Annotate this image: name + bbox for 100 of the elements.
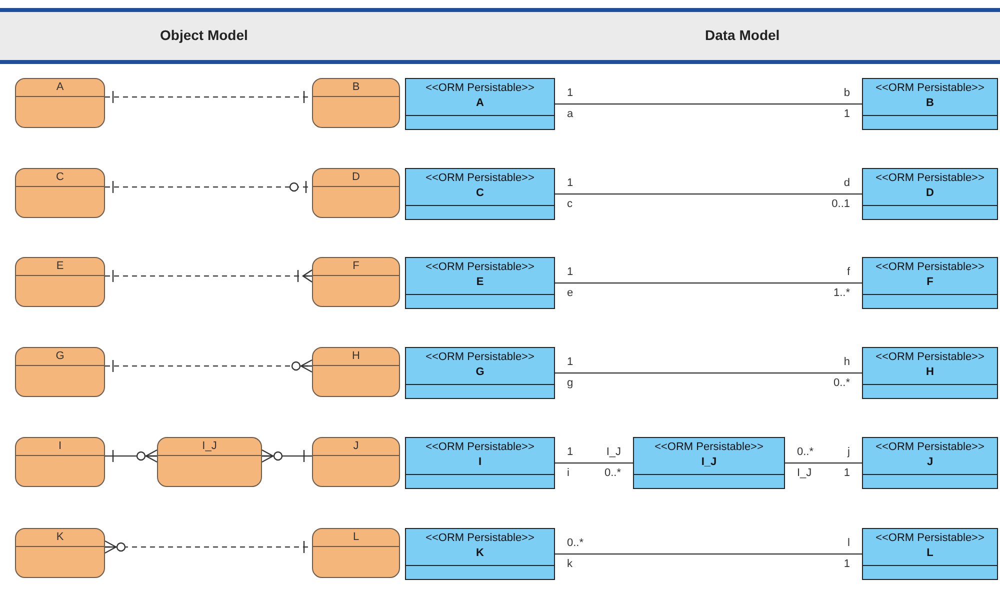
column-heading: Data Model — [705, 27, 780, 43]
stereotype-label: <<ORM Persistable>> — [654, 440, 764, 455]
entity-name: E — [16, 258, 104, 276]
stereotype-label: <<ORM Persistable>> — [424, 260, 536, 275]
multiplicity-label: 1 — [567, 177, 574, 189]
multiplicity-label: l — [848, 537, 850, 549]
class-name: L — [926, 546, 934, 561]
column-heading: Object Model — [160, 27, 248, 43]
multiplicity-label: 1 — [567, 446, 574, 458]
class-box — [405, 78, 555, 130]
entity-box — [15, 168, 105, 218]
class-box — [862, 347, 998, 399]
class-name: J — [926, 455, 934, 470]
multiplicity-label: j — [848, 446, 850, 458]
entity-name: G — [16, 348, 104, 366]
class-box — [862, 257, 998, 309]
class-box — [862, 78, 998, 130]
stereotype-label: <<ORM Persistable>> — [874, 350, 986, 365]
multiplicity-label: c — [567, 198, 572, 210]
class-name: I — [477, 455, 483, 470]
class-name: G — [474, 365, 486, 380]
entity-name: C — [16, 169, 104, 187]
class-name: B — [925, 96, 935, 111]
multiplicity-label: 0..* — [604, 467, 621, 479]
class-box — [405, 437, 555, 489]
multiplicity-label: e — [567, 287, 574, 299]
multiplicity-label: 1 — [567, 87, 574, 99]
entity-box — [15, 78, 105, 128]
entity-box — [312, 437, 400, 487]
relationship-line — [105, 449, 158, 463]
association-line — [555, 372, 862, 374]
class-name: H — [925, 365, 935, 380]
multiplicity-label: 0..* — [833, 377, 850, 389]
entity-box — [312, 347, 400, 397]
entity-box — [312, 168, 400, 218]
class-box — [405, 257, 555, 309]
multiplicity-label: 1 — [567, 356, 574, 368]
multiplicity-label: i — [567, 467, 570, 479]
multiplicity-label: k — [567, 558, 572, 570]
class-name: E — [475, 275, 485, 290]
multiplicity-label: I_J — [797, 467, 812, 479]
relationship-line — [261, 449, 312, 463]
stereotype-label: <<ORM Persistable>> — [874, 81, 986, 96]
entity-box — [15, 257, 105, 307]
relationship-line — [105, 269, 313, 283]
multiplicity-label: g — [567, 377, 574, 389]
entity-name: I_J — [158, 438, 261, 456]
entity-name: B — [313, 79, 399, 97]
entity-box — [157, 437, 262, 487]
stereotype-label: <<ORM Persistable>> — [874, 531, 986, 546]
class-box — [633, 437, 785, 489]
entity-name: D — [313, 169, 399, 187]
entity-box — [15, 437, 105, 487]
stereotype-label: <<ORM Persistable>> — [874, 260, 986, 275]
entity-name: J — [313, 438, 399, 456]
class-box — [862, 528, 998, 580]
class-box — [862, 437, 998, 489]
class-box — [405, 168, 555, 220]
relationship-line — [105, 359, 313, 373]
stereotype-label: <<ORM Persistable>> — [424, 440, 536, 455]
multiplicity-label: 1 — [844, 467, 850, 479]
entity-name: L — [313, 529, 399, 547]
entity-name: K — [16, 529, 104, 547]
stereotype-label: <<ORM Persistable>> — [424, 350, 536, 365]
multiplicity-label: a — [567, 108, 574, 120]
class-name: A — [475, 96, 485, 111]
stereotype-label: <<ORM Persistable>> — [874, 440, 986, 455]
entity-name: H — [313, 348, 399, 366]
class-name: I_J — [700, 455, 718, 470]
entity-box — [15, 528, 105, 578]
stereotype-label: <<ORM Persistable>> — [424, 531, 536, 546]
class-name: K — [475, 546, 485, 561]
class-box — [405, 347, 555, 399]
association-line — [555, 103, 862, 105]
class-name: C — [475, 186, 485, 201]
entity-box — [312, 257, 400, 307]
stereotype-label: <<ORM Persistable>> — [874, 171, 986, 186]
stereotype-label: <<ORM Persistable>> — [424, 81, 536, 96]
entity-name: F — [313, 258, 399, 276]
multiplicity-label: d — [844, 177, 850, 189]
multiplicity-label: 1 — [844, 558, 850, 570]
multiplicity-label: 0..* — [567, 537, 584, 549]
association-line — [555, 553, 862, 555]
entity-box — [312, 528, 400, 578]
multiplicity-label: 1 — [844, 108, 850, 120]
association-line — [555, 462, 633, 464]
association-line — [555, 282, 862, 284]
class-name: F — [926, 275, 934, 290]
class-box — [862, 168, 998, 220]
multiplicity-label: f — [846, 266, 850, 278]
multiplicity-label: 0..1 — [832, 198, 850, 210]
multiplicity-label: h — [844, 356, 850, 368]
entity-box — [15, 347, 105, 397]
class-box — [405, 528, 555, 580]
multiplicity-label: b — [844, 87, 850, 99]
multiplicity-label: 0..* — [797, 446, 814, 458]
entity-name: A — [16, 79, 104, 97]
association-line — [555, 193, 862, 195]
multiplicity-label: 1 — [567, 266, 574, 278]
entity-name: I — [16, 438, 104, 456]
